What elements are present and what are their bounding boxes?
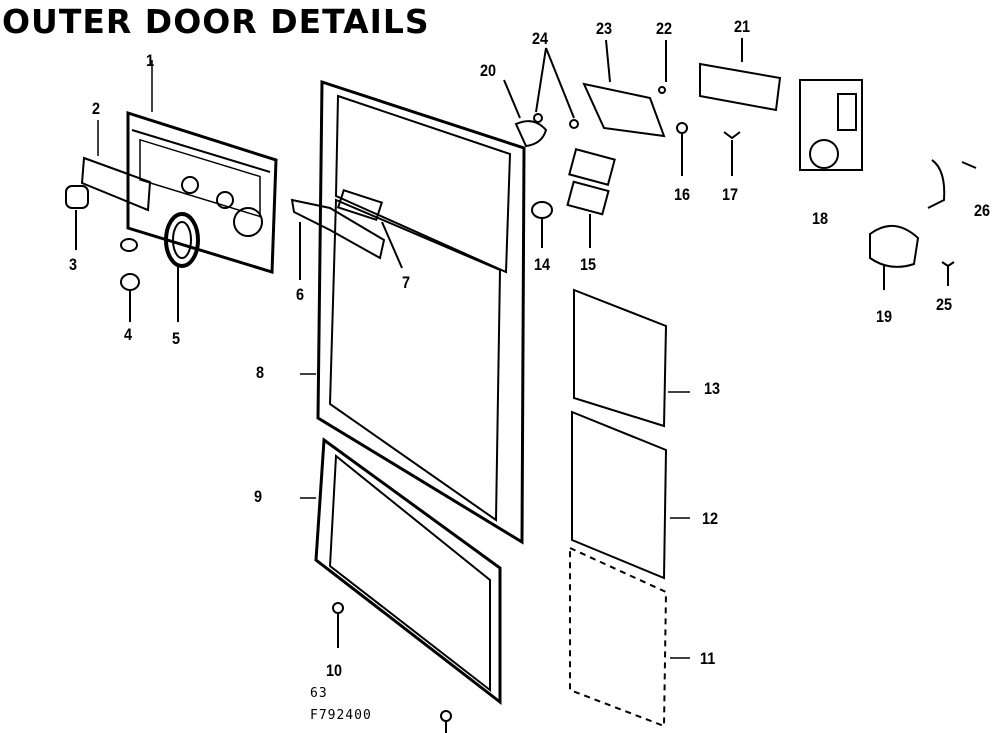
callout-23: 23	[596, 19, 613, 38]
callout-18: 18	[812, 209, 829, 228]
knob-part-3	[65, 185, 89, 250]
control-panel-part-1	[126, 60, 278, 275]
callout-15: 15	[580, 255, 597, 274]
callout-24: 24	[532, 29, 549, 48]
trim-strip-part-2	[80, 120, 152, 212]
panel-part-12	[571, 410, 690, 580]
screw-part-10	[332, 602, 344, 648]
bracket-part-26	[927, 159, 977, 209]
door-frame-part-8	[300, 79, 526, 545]
callout-2: 2	[92, 99, 101, 118]
callout-11: 11	[700, 649, 716, 668]
screw-part-25	[941, 261, 955, 286]
callout-9: 9	[254, 487, 263, 506]
callout-3: 3	[69, 255, 78, 274]
bracket-part-6	[290, 198, 386, 280]
callout-7: 7	[402, 273, 411, 292]
small-knob	[120, 238, 138, 252]
footer-code-1: 63	[310, 686, 328, 701]
callout-12: 12	[702, 509, 719, 528]
callout-21: 21	[734, 17, 751, 36]
callout-6: 6	[296, 285, 305, 304]
bracket-part-21	[699, 38, 782, 112]
callout-25: 25	[936, 295, 953, 314]
callout-16: 16	[674, 185, 691, 204]
clip-part-14	[531, 201, 553, 248]
panel-part-13	[573, 288, 690, 428]
callout-26: 26	[974, 201, 991, 220]
hook-part-20	[503, 79, 548, 148]
knob-part-4	[120, 273, 140, 322]
callout-1: 1	[146, 51, 155, 70]
switch-part-15	[566, 148, 616, 248]
screw-part-16	[676, 122, 688, 176]
callout-5: 5	[172, 329, 181, 348]
callout-8: 8	[256, 363, 265, 382]
callout-17: 17	[722, 185, 739, 204]
screw-part-22	[658, 40, 667, 94]
latch-part-7	[336, 189, 403, 269]
callout-10: 10	[326, 661, 343, 680]
callout-14: 14	[534, 255, 551, 274]
diagram-title: OUTER DOOR DETAILS	[2, 2, 430, 41]
callout-22: 22	[656, 19, 673, 38]
screw	[440, 710, 452, 733]
dial-part-5	[164, 212, 200, 322]
motor-part-19	[869, 225, 920, 290]
callout-4: 4	[124, 325, 133, 344]
screw-part-17	[723, 131, 741, 176]
housing-part-23	[582, 39, 666, 138]
callout-13: 13	[704, 379, 721, 398]
callout-19: 19	[876, 307, 893, 326]
timer-part-18	[799, 79, 863, 171]
lower-panel-part-9	[300, 437, 502, 706]
callout-20: 20	[480, 61, 497, 80]
screws-part-24	[533, 47, 579, 129]
panel-part-11	[569, 546, 690, 728]
footer-code-2: F792400	[310, 708, 372, 723]
